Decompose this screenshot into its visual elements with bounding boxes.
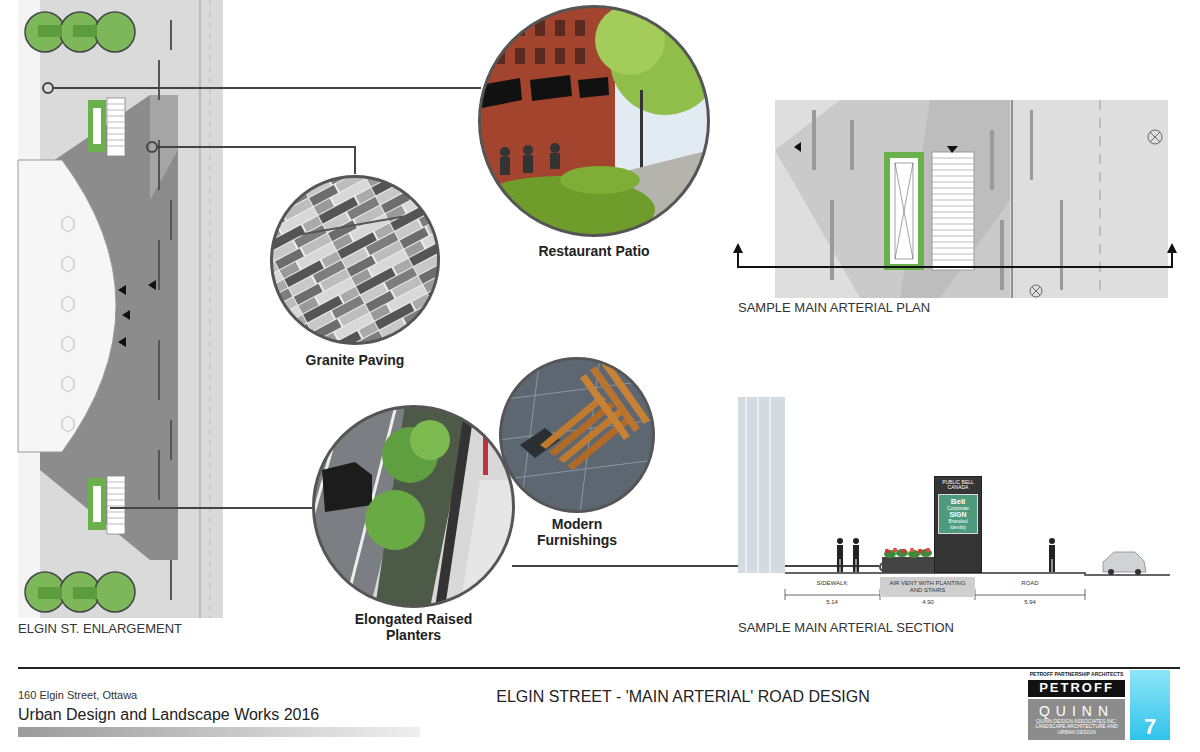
text-slot: ELGIN STREET - 'MAIN ARTERIAL' ROAD DESI… bbox=[496, 688, 870, 706]
text-slot: SAMPLE MAIN ARTERIAL PLAN bbox=[738, 301, 930, 316]
sign-text: Bell bbox=[951, 497, 966, 506]
sign-text: Corporate bbox=[947, 506, 969, 512]
box-text: QUINN bbox=[1039, 704, 1114, 719]
dimension: 5.14 bbox=[826, 599, 838, 606]
photo-caption: Elongated Raised Planters bbox=[339, 611, 489, 643]
dimension: 5.94 bbox=[1024, 599, 1036, 606]
caption-slot: Elongated Raised Planters bbox=[339, 611, 489, 643]
drawing-label: ELGIN ST. ENLARGEMENT bbox=[18, 622, 182, 637]
label-box: AIR VENT WITH PLANTING AND STAIRS bbox=[880, 577, 975, 597]
caption-slot: Granite Paving bbox=[255, 352, 455, 368]
zone-label: SIDEWALK bbox=[817, 580, 848, 587]
zone-label: ROAD bbox=[1021, 580, 1038, 587]
text-slot: ELGIN ST. ENLARGEMENT bbox=[18, 622, 182, 637]
photo-circle: Restaurant Patio bbox=[478, 5, 710, 237]
text-slot: ROAD bbox=[1021, 580, 1038, 587]
box-text: LANDSCAPE ARCHITECTURE AND URBAN DESIGN bbox=[1031, 724, 1122, 735]
caption-slot: Modern Furnishings bbox=[522, 516, 632, 548]
photo-circle: Modern Furnishings bbox=[499, 357, 655, 513]
label-box: QUINNQUINN DESIGN ASSOCIATES INC.LANDSCA… bbox=[1028, 699, 1125, 740]
photo-caption: Modern Furnishings bbox=[522, 516, 632, 548]
text-slot: 5.14 bbox=[826, 599, 838, 606]
sign-panel: BellCorporateSIGNBrandedIdentity bbox=[938, 494, 978, 534]
drawing-label: SAMPLE MAIN ARTERIAL PLAN bbox=[738, 301, 930, 316]
drawing-title: ELGIN STREET - 'MAIN ARTERIAL' ROAD DESI… bbox=[496, 688, 870, 706]
text-slot: SIDEWALK bbox=[817, 580, 848, 587]
box-text: 7 bbox=[1144, 714, 1156, 739]
drawing-label: SAMPLE MAIN ARTERIAL SECTION bbox=[738, 621, 954, 636]
sign-text: PUBLIC BELL CANADA bbox=[938, 480, 978, 491]
sign-pylon: PUBLIC BELL CANADA BellCorporateSIGNBrand… bbox=[934, 476, 982, 573]
caption-slot: Restaurant Patio bbox=[484, 243, 704, 259]
photo-caption: Restaurant Patio bbox=[484, 243, 704, 259]
photo-circle: Elongated Raised Planters bbox=[312, 405, 515, 608]
text-slot: 4.90 bbox=[922, 599, 934, 606]
sign-text: Identity bbox=[950, 525, 966, 531]
photo-circle: Granite Paving bbox=[270, 175, 440, 345]
label-box: 7 bbox=[1130, 670, 1170, 740]
text-slot: 160 Elgin Street, Ottawa bbox=[18, 689, 137, 702]
address-text: 160 Elgin Street, Ottawa bbox=[18, 689, 137, 702]
text-slot: Urban Design and Landscape Works 2016 bbox=[18, 706, 319, 724]
dimension: 4.90 bbox=[922, 599, 934, 606]
sign-text: SIGN bbox=[949, 511, 966, 519]
photo-caption: Granite Paving bbox=[255, 352, 455, 368]
text-slot: 5.94 bbox=[1024, 599, 1036, 606]
text-slot: PETROFF PARTNERSHIP ARCHITECTS bbox=[1028, 672, 1125, 678]
text-slot: SAMPLE MAIN ARTERIAL SECTION bbox=[738, 621, 954, 636]
box-text: PETROFF bbox=[1039, 681, 1114, 696]
box-text: AIR VENT WITH PLANTING AND STAIRS bbox=[883, 580, 972, 593]
project-text: Urban Design and Landscape Works 2016 bbox=[18, 706, 319, 724]
firm-text: PETROFF PARTNERSHIP ARCHITECTS bbox=[1028, 672, 1125, 678]
label-box: PETROFF bbox=[1028, 680, 1125, 697]
